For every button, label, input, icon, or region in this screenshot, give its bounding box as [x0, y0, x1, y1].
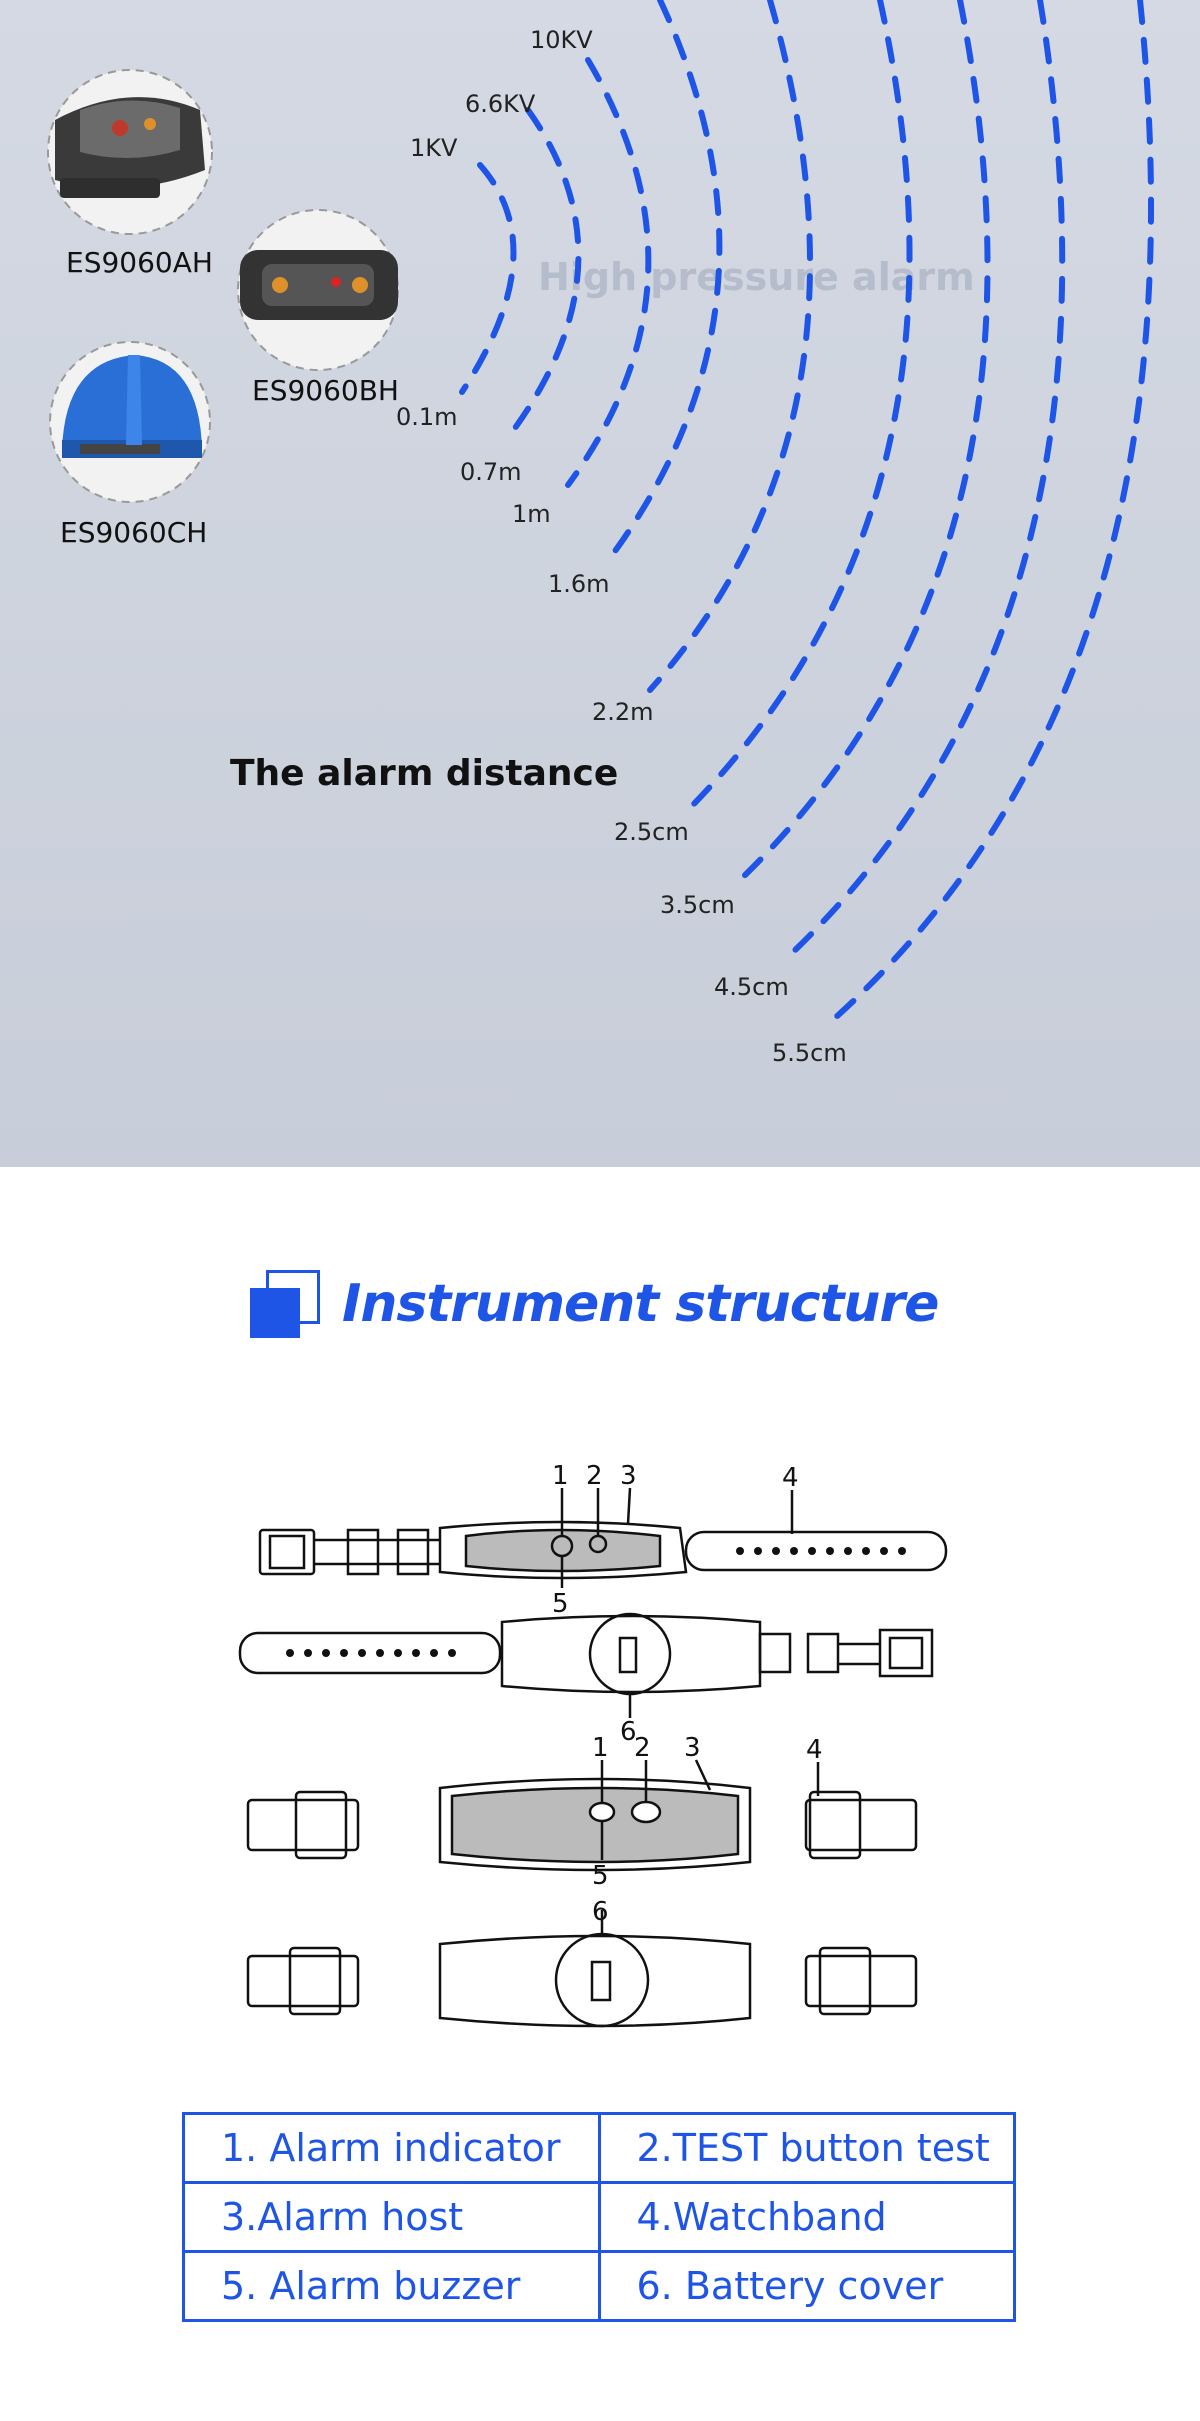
legend-cell: 1. Alarm indicator [182, 2112, 601, 2184]
legend-cell: 5. Alarm buzzer [182, 2250, 601, 2322]
distance-label: 1.6m [548, 570, 610, 598]
callout-number: 5 [592, 1861, 609, 1891]
callout-number: 6 [620, 1717, 637, 1747]
section-heading: Instrument structure [250, 1268, 939, 1340]
legend-cell: 2.TEST button test [597, 2112, 1016, 2184]
distance-label: 3.5cm [660, 891, 735, 919]
distance-label: 2.5cm [614, 818, 689, 846]
arc-8 [787, 0, 1066, 958]
callout-number: 2 [586, 1461, 603, 1491]
callout-number: 4 [782, 1463, 799, 1493]
voltage-label: 10KV [530, 26, 593, 54]
arc-5 [647, 0, 813, 693]
watch-front-view [258, 1520, 948, 1580]
arc-6 [687, 0, 913, 811]
watch-front-view-2 [246, 1777, 918, 1872]
product-name: ES9060BH [252, 374, 399, 407]
heading-square-icon [250, 1268, 320, 1340]
alarm-distance-title: The alarm distance [230, 753, 618, 794]
arc-6-6kv [512, 107, 582, 431]
table-row: 1. Alarm indicator 2.TEST button test [182, 2112, 1016, 2184]
callout-number: 3 [620, 1461, 637, 1491]
product-name: ES9060CH [60, 516, 207, 549]
instrument-structure-diagram: 1 2 3 4 5 6 1 2 3 4 5 6 [238, 1461, 948, 2028]
table-row: 5. Alarm buzzer 6. Battery cover [182, 2250, 1016, 2322]
product-image-es9060ah [47, 69, 213, 235]
callout-number: 5 [552, 1589, 569, 1619]
arc-4 [607, 0, 723, 561]
distance-label: 5.5cm [772, 1039, 847, 1067]
callout-number: 1 [552, 1461, 569, 1491]
distance-label: 4.5cm [714, 973, 789, 1001]
distance-label: 0.1m [396, 403, 458, 431]
section-heading-text: Instrument structure [342, 1274, 939, 1334]
alarm-distance-panel: High pressure alarm 1KV 6.6KV 10KV 0.1m … [0, 0, 1200, 1167]
callout-number: 1 [592, 1733, 609, 1763]
arc-9 [832, 0, 1154, 1021]
callout-number: 3 [684, 1733, 701, 1763]
product-image-es9060ch [49, 341, 211, 503]
product-name: ES9060AH [66, 246, 213, 279]
arc-7 [737, 0, 991, 883]
legend-cell: 3.Alarm host [182, 2181, 601, 2253]
legend-cell: 6. Battery cover [597, 2250, 1016, 2322]
table-row: 3.Alarm host 4.Watchband [182, 2181, 1016, 2253]
legend-cell: 4.Watchband [597, 2181, 1016, 2253]
arc-1kv [459, 162, 517, 395]
parts-legend-table: 1. Alarm indicator 2.TEST button test 3.… [182, 2112, 1016, 2322]
voltage-label: 6.6KV [465, 90, 536, 118]
callout-number: 4 [806, 1735, 823, 1765]
distance-label: 0.7m [460, 458, 522, 486]
alarm-distance-diagram: High pressure alarm 1KV 6.6KV 10KV 0.1m … [47, 0, 1154, 1067]
watch-back-view-2 [246, 1932, 918, 2028]
watermark-text: High pressure alarm [538, 255, 975, 299]
voltage-label: 1KV [410, 134, 458, 162]
distance-label: 1m [512, 500, 551, 528]
distance-label: 2.2m [592, 698, 654, 726]
callout-number: 2 [634, 1733, 651, 1763]
callout-number: 6 [592, 1897, 609, 1927]
product-image-es9060bh [237, 209, 399, 371]
